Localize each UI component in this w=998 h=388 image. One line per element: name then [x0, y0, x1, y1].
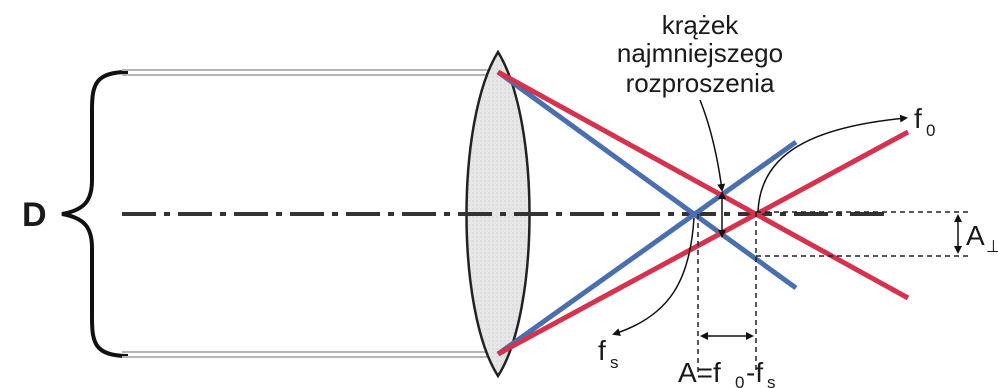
caption-line-1: krążek: [662, 10, 740, 40]
equation-lhs: A=f: [678, 357, 721, 388]
incoming-rays: [122, 69, 498, 358]
diameter-label: D: [22, 196, 47, 234]
paraxial-ray-down: [496, 69, 798, 291]
f0-label: f: [914, 103, 922, 134]
focus-guides: [697, 211, 968, 374]
caption-line-3: rozproszenia: [626, 68, 775, 98]
longitudinal-equation: A=f 0 -f s: [678, 357, 776, 388]
f0-pointer-arrow: [757, 114, 908, 213]
fs-sub: s: [610, 353, 619, 372]
caption-line-2: najmniejszego: [617, 38, 783, 68]
equation-sub-2: s: [767, 373, 776, 388]
aperp-sub: ⊥: [986, 237, 998, 256]
lens: [465, 49, 531, 379]
paraxial-ray-up: [496, 139, 798, 357]
marginal-ray-down: [496, 69, 910, 301]
equation-sub-1: 0: [735, 373, 744, 388]
fs-pointer-arrow: [612, 217, 695, 336]
aperp-label: A: [966, 220, 985, 251]
marginal-rays: [496, 69, 910, 357]
marginal-ray-up: [496, 129, 910, 357]
f0-sub: 0: [926, 121, 935, 140]
fs-label: f: [598, 335, 606, 366]
equation-mid: -f: [746, 357, 763, 388]
least-confusion-caption: krążek najmniejszego rozproszenia: [617, 10, 783, 98]
caption-pointer-arrow: [699, 99, 726, 192]
least-confusion-indicator: [699, 99, 726, 238]
paraxial-rays: [496, 69, 798, 357]
diameter-brace: [61, 70, 129, 358]
